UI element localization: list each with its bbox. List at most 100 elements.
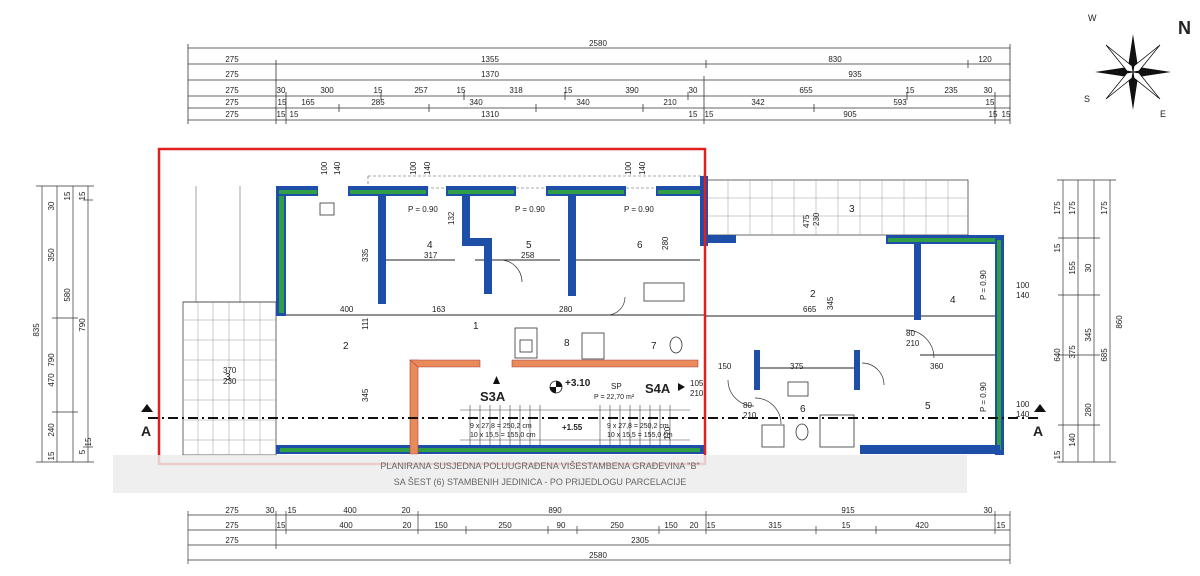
dim-text: 100 xyxy=(1016,400,1030,409)
dim-text: 315 xyxy=(768,521,782,530)
dim-text: 20 xyxy=(403,521,412,530)
stair-spec: 10 x 15,5 = 155,0 cm xyxy=(470,432,536,439)
dim-text: 580 xyxy=(63,288,72,302)
dim-text: 15 xyxy=(564,86,573,95)
dim-text: 15 xyxy=(997,521,1006,530)
dim-text: 100 xyxy=(409,161,418,175)
dim-text: 15 xyxy=(842,521,851,530)
dim-text: 210 xyxy=(690,389,704,398)
dim-text: 15 xyxy=(63,191,72,200)
dim-text: 345 xyxy=(826,296,835,310)
dim-text: 835 xyxy=(32,323,41,337)
dim-text: 250 xyxy=(610,521,624,530)
right-dimensions xyxy=(1057,179,1116,463)
dim-text: 15 xyxy=(47,451,56,460)
dim-text: 15 xyxy=(290,110,299,119)
internal-dimensions: 100 140 100 140 100 140 317 258 335 132 … xyxy=(223,161,1030,440)
dim-text: 15 xyxy=(986,98,995,107)
room-7-label: 7 xyxy=(651,341,657,352)
banner-line-1: PLANIRANA SUSJEDNA POLUUGRAĐENA VIŠESTAM… xyxy=(380,461,699,471)
dim-text: 935 xyxy=(848,70,862,79)
dim-total-top: 2580 xyxy=(589,39,607,48)
dim-text: 375 xyxy=(1068,345,1077,359)
dim-text: 111 xyxy=(361,317,370,330)
dim-text: 340 xyxy=(576,98,590,107)
window-label: P = 0.90 xyxy=(979,270,988,300)
dim-text: 175 xyxy=(1100,201,1109,215)
dim-text: 140 xyxy=(1068,433,1077,447)
dim-text: 790 xyxy=(78,318,87,332)
dim-text: 285 xyxy=(371,98,385,107)
dim-text: 275 xyxy=(225,98,239,107)
dim-text: 275 xyxy=(225,55,239,64)
top-dimension-ticks xyxy=(187,44,1011,124)
dim-text: 2305 xyxy=(631,536,649,545)
top-dimension-texts: 2580 275 1355 830 120 275 1370 935 275 3… xyxy=(225,39,1011,119)
dim-text: 155 xyxy=(1068,261,1077,275)
bottom-dimension-texts: 275 30 15 400 20 890 915 30 275 15 400 2… xyxy=(225,506,1006,560)
interior-walls xyxy=(285,259,1000,369)
dim-text: 318 xyxy=(509,86,523,95)
dim-text: 1355 xyxy=(481,55,499,64)
neighbor-building-banner xyxy=(113,455,967,493)
terrace-left xyxy=(182,186,277,456)
dim-text: 390 xyxy=(625,86,639,95)
dim-text: 90 xyxy=(557,521,566,530)
room-1-label: 1 xyxy=(473,321,479,332)
dim-text: 275 xyxy=(225,506,239,515)
dim-text: 15 xyxy=(457,86,466,95)
dim-text: 15 xyxy=(705,110,714,119)
stair-spec: 9 x 27,8 = 250,2 cm xyxy=(607,423,669,430)
dim-text: 15 xyxy=(278,98,287,107)
section-label-left: A xyxy=(141,423,151,439)
window-label: P = 0.90 xyxy=(408,205,438,214)
dim-text: 830 xyxy=(828,55,842,64)
dim-text: 275 xyxy=(225,536,239,545)
dim-text: 30 xyxy=(689,86,698,95)
dim-text: 860 xyxy=(1115,315,1124,329)
dim-text: 905 xyxy=(843,110,857,119)
dim-text: 140 xyxy=(1016,291,1030,300)
dim-text: 30 xyxy=(277,86,286,95)
level-elevation: +3.10 xyxy=(565,378,591,389)
dim-text: 15 xyxy=(374,86,383,95)
center-labels: S3A S4A +3.10 SP P = 22,70 m² 9 x 27,8 =… xyxy=(470,376,685,439)
dim-text: 335 xyxy=(361,248,370,262)
staircase xyxy=(460,405,690,445)
door-swings xyxy=(499,259,935,425)
dim-text: 15 xyxy=(689,110,698,119)
east-room-6-label: 6 xyxy=(800,404,806,415)
bottom-dimensions xyxy=(187,511,1011,564)
dim-text: 150 xyxy=(664,521,678,530)
dim-text: 210 xyxy=(743,411,757,420)
dim-text: 15 xyxy=(1002,110,1011,119)
section-label-right: A xyxy=(1033,423,1043,439)
section-marker-s4a: S4A xyxy=(645,381,671,396)
room-5-label: 5 xyxy=(526,240,532,251)
dim-text: 15 xyxy=(906,86,915,95)
compass-east-label: E xyxy=(1160,109,1166,119)
east-room-2-label: 2 xyxy=(810,289,816,300)
dim-text: 790 xyxy=(47,353,56,367)
exterior-walls-left xyxy=(276,186,706,454)
dim-text: 275 xyxy=(225,86,239,95)
stair-spec: 10 x 15,5 = 155,0 cm xyxy=(607,432,673,439)
dim-text: 20 xyxy=(690,521,699,530)
dim-text: 475 xyxy=(802,214,811,228)
top-dimensions xyxy=(188,47,1010,121)
dim-text: 235 xyxy=(944,86,958,95)
stair-spec: 9 x 27,8 = 250,2 cm xyxy=(470,423,532,430)
dim-text: 300 xyxy=(320,86,334,95)
dim-text: 342 xyxy=(751,98,765,107)
dim-text: 400 xyxy=(340,305,354,314)
left-dimensions xyxy=(36,185,94,463)
dim-text: 175 xyxy=(1053,201,1062,215)
dim-text: 1370 xyxy=(481,70,499,79)
dim-text: 15 xyxy=(288,506,297,515)
dim-text: 15 xyxy=(277,521,286,530)
dim-text: 100 xyxy=(624,161,633,175)
window-label: P = 0.90 xyxy=(515,205,545,214)
dim-text: 20 xyxy=(402,506,411,515)
dim-text: 15 xyxy=(989,110,998,119)
banner-line-2: SA ŠEST (6) STAMBENIH JEDINICA - PO PRIJ… xyxy=(394,477,687,487)
